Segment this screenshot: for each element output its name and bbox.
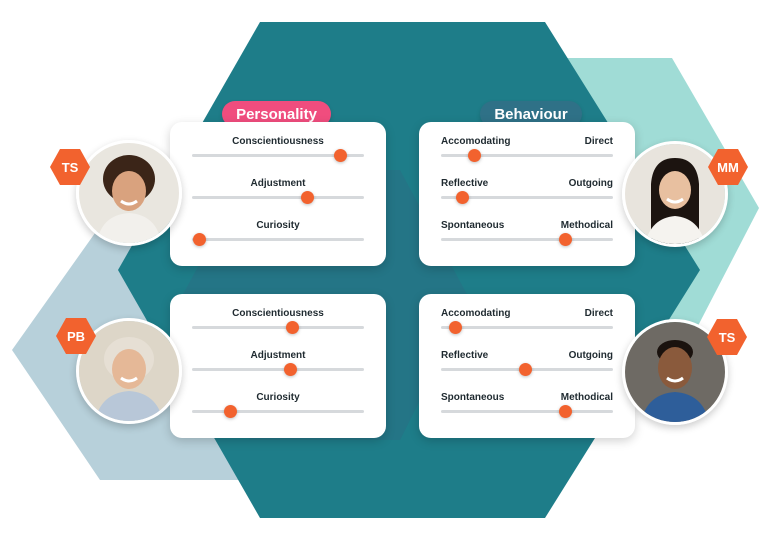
behaviour-left-label: Reflective bbox=[441, 178, 489, 189]
trait-row: Adjustment bbox=[192, 178, 364, 210]
trait-label: Conscientiousness bbox=[232, 136, 324, 147]
slider-knob[interactable] bbox=[558, 405, 572, 418]
slider-knob[interactable] bbox=[558, 233, 572, 246]
initials-badge-ts-1: TS bbox=[50, 149, 90, 185]
slider-knob[interactable] bbox=[301, 191, 315, 204]
slider-knob[interactable] bbox=[284, 363, 298, 376]
slider-knob[interactable] bbox=[519, 363, 533, 376]
initials-badge-ts-2: TS bbox=[707, 319, 747, 355]
behaviour-right-label: Outgoing bbox=[568, 178, 613, 189]
avatar-ts-1 bbox=[76, 140, 182, 246]
initials-text: PB bbox=[66, 328, 86, 344]
trait-row: Curiosity bbox=[192, 220, 364, 252]
slider-track[interactable] bbox=[192, 326, 364, 329]
slider-knob[interactable] bbox=[223, 405, 237, 418]
behaviour-right-label: Methodical bbox=[560, 392, 613, 403]
behaviour-left-label: Accomodating bbox=[441, 136, 511, 147]
slider-track[interactable] bbox=[441, 196, 613, 199]
behaviour-row: Accomodating Direct bbox=[441, 308, 613, 340]
person-photo-icon bbox=[79, 321, 179, 421]
slider-track[interactable] bbox=[192, 196, 364, 199]
slider-track[interactable] bbox=[192, 238, 364, 241]
behaviour-row: Spontaneous Methodical bbox=[441, 392, 613, 424]
trait-label: Adjustment bbox=[250, 178, 306, 189]
trait-label: Conscientiousness bbox=[232, 308, 324, 319]
trait-row: Curiosity bbox=[192, 392, 364, 424]
person-photo-icon bbox=[625, 144, 725, 244]
slider-knob[interactable] bbox=[455, 191, 469, 204]
behaviour-right-label: Direct bbox=[584, 136, 613, 147]
slider-knob[interactable] bbox=[448, 321, 462, 334]
initials-badge-pb: PB bbox=[56, 318, 96, 354]
behaviour-card-1: Accomodating Direct Reflective Outgoing … bbox=[419, 122, 635, 266]
slider-knob[interactable] bbox=[333, 149, 347, 162]
behaviour-right-label: Outgoing bbox=[568, 350, 613, 361]
initials-text: MM bbox=[717, 159, 739, 175]
trait-row: Conscientiousness bbox=[192, 136, 364, 168]
behaviour-left-label: Spontaneous bbox=[441, 220, 505, 231]
slider-knob[interactable] bbox=[467, 149, 481, 162]
person-photo-icon bbox=[79, 143, 179, 243]
slider-track[interactable] bbox=[441, 326, 613, 329]
initials-text: TS bbox=[61, 159, 79, 175]
avatar-mm bbox=[622, 141, 728, 247]
behaviour-row: Reflective Outgoing bbox=[441, 178, 613, 210]
slider-knob[interactable] bbox=[285, 321, 299, 334]
behaviour-left-label: Spontaneous bbox=[441, 392, 505, 403]
slider-track[interactable] bbox=[192, 410, 364, 413]
slider-track[interactable] bbox=[441, 410, 613, 413]
behaviour-right-label: Methodical bbox=[560, 220, 613, 231]
personality-card-1: Conscientiousness Adjustment Curiosity bbox=[170, 122, 386, 266]
slider-track[interactable] bbox=[441, 238, 613, 241]
behaviour-right-label: Direct bbox=[584, 308, 613, 319]
trait-row: Conscientiousness bbox=[192, 308, 364, 340]
trait-label: Adjustment bbox=[250, 350, 306, 361]
slider-track[interactable] bbox=[192, 154, 364, 157]
slider-track[interactable] bbox=[441, 154, 613, 157]
trait-label: Curiosity bbox=[256, 392, 300, 403]
trait-label: Curiosity bbox=[256, 220, 300, 231]
trait-row: Adjustment bbox=[192, 350, 364, 382]
behaviour-row: Spontaneous Methodical bbox=[441, 220, 613, 252]
behaviour-card-2: Accomodating Direct Reflective Outgoing … bbox=[419, 294, 635, 438]
behaviour-row: Reflective Outgoing bbox=[441, 350, 613, 382]
slider-track[interactable] bbox=[192, 368, 364, 371]
behaviour-left-label: Reflective bbox=[441, 350, 489, 361]
avatar-pb bbox=[76, 318, 182, 424]
initials-text: TS bbox=[718, 329, 736, 345]
behaviour-row: Accomodating Direct bbox=[441, 136, 613, 168]
behaviour-left-label: Accomodating bbox=[441, 308, 511, 319]
slider-knob[interactable] bbox=[192, 233, 206, 246]
personality-card-2: Conscientiousness Adjustment Curiosity bbox=[170, 294, 386, 438]
initials-badge-mm: MM bbox=[708, 149, 748, 185]
